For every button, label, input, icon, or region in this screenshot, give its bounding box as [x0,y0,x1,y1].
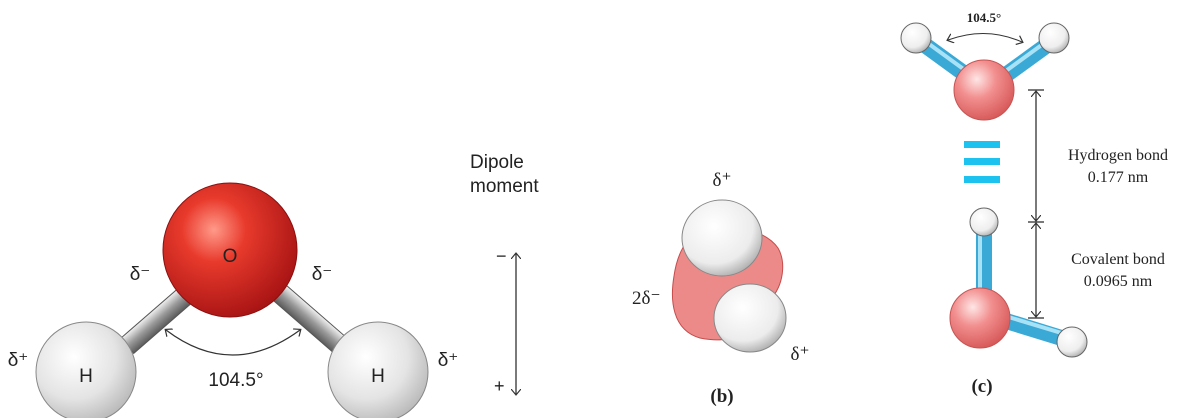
bottom-hydrogen-right [1056,326,1088,358]
delta-plus-left-label: δ⁺ [8,350,29,371]
dipole-minus-sign: − [496,246,507,266]
bond-angle-label: 104.5° [208,370,263,391]
oxygen-atom [162,182,298,318]
hydrogen-bond-label: Hydrogen bond [1068,147,1168,164]
hydrogen-bond-length: 0.177 nm [1088,169,1149,186]
delta-plus-bottom-label: δ⁺ [791,344,810,365]
dipole-plus-sign: + [494,376,505,396]
panel-b-caption: (b) [710,386,733,407]
hydrogen-region-bottom [713,283,787,353]
delta-plus-right-label: δ⁺ [438,350,459,371]
bond-angle-arc [166,330,300,356]
hydrogen-right-label: H [371,366,385,387]
panel-b-space-filling: δ⁺ δ⁺ 2δ⁻ (b) [632,170,809,407]
top-angle-label: 104.5° [967,10,1001,25]
hydrogen-atom-left [35,321,137,418]
panel-c-caption: (c) [971,376,992,397]
dipole-moment-indicator: Dipole moment − + [470,152,539,396]
top-hydrogen-right [1038,22,1070,54]
hydrogen-bond-dash-3 [964,176,1000,183]
covalent-bond-length: 0.0965 nm [1084,273,1153,290]
bottom-hydrogen-top [969,207,999,237]
hydrogen-bond-dash-2 [964,158,1000,165]
panel-a-ball-and-stick: O H H δ⁻ δ⁻ δ⁺ δ⁺ 104.5° [8,182,459,418]
hydrogen-left-label: H [79,366,93,387]
top-oxygen [953,59,1015,121]
delta-minus-left-label: δ⁻ [130,264,151,285]
hydrogen-atom-right [327,321,429,418]
two-delta-minus-label: 2δ⁻ [632,288,660,309]
hydrogen-region-top [681,199,763,277]
top-angle-arc [948,32,1022,42]
dipole-title-line1: Dipole [470,152,524,173]
hydrogen-bond-dash-1 [964,141,1000,148]
panel-c-hydrogen-bond: 104.5° Hydrogen bond 0.177 nm Covalent b… [900,10,1168,397]
dipole-title-line2: moment [470,176,539,197]
delta-minus-right-label: δ⁻ [312,264,333,285]
bottom-oxygen [949,287,1011,349]
top-hydrogen-left [900,22,932,54]
oxygen-label: O [223,246,238,267]
covalent-bond-label: Covalent bond [1071,251,1165,268]
delta-plus-top-label: δ⁺ [713,170,732,191]
